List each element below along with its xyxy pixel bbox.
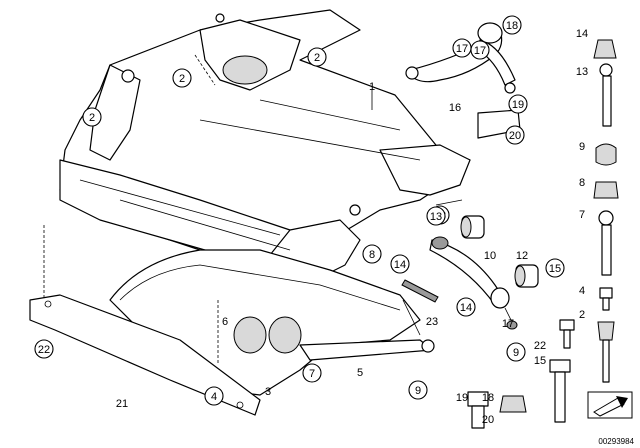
callout-bubble [508,94,528,114]
side-part-4: 4 [579,285,585,297]
callout-14: 14 [456,297,476,317]
leader-lines [43,54,463,365]
callout-text: 17 [456,43,468,55]
bar-23 [401,279,439,303]
part-number-5: 5 [357,367,363,379]
callout-bubble [204,386,224,406]
callout-text: 19 [512,99,524,111]
callout-19: 19 [508,94,528,114]
upper-control-arm [405,22,516,94]
front-subframe [59,9,471,281]
callout-9: 9 [408,380,428,400]
part-number-19: 19 [456,392,468,404]
callout-bubble [362,244,382,264]
part-number-20: 20 [482,414,494,426]
side-part-2: 2 [579,309,585,321]
part-number-23: 23 [426,316,438,328]
callout-2: 2 [82,107,102,127]
callout-text: 2 [89,112,95,124]
part-number-16: 16 [449,102,461,114]
callout-bubble [545,258,565,278]
fastener-column [467,39,619,429]
callout-text: 7 [309,368,315,380]
callout-text: 9 [415,385,421,397]
callout-bubble [34,339,54,359]
bushings [460,109,539,288]
direction-arrow-icon [587,391,633,419]
callout-bubble [408,380,428,400]
callout-2: 2 [307,47,327,67]
callout-bubble [82,107,102,127]
callout-bubble [452,38,472,58]
callout-text: 14 [460,302,472,314]
side-part-9: 9 [579,141,585,153]
callout-20: 20 [505,125,525,145]
callout-text: 20 [509,130,521,142]
callout-group: 222813141514201719224718171399 [34,15,565,406]
callout-text: 8 [369,249,375,261]
callout-bubble [390,254,410,274]
callout-13: 13 [426,206,446,226]
callout-7: 7 [302,363,322,383]
callout-bubble [506,342,526,362]
side-column-labels: 14 13 9 8 7 4 2 [576,28,588,321]
callout-text: 2 [179,73,185,85]
strut-21 [29,294,261,416]
part-number-6: 6 [222,316,228,328]
side-part-8: 8 [579,177,585,189]
callout-4: 4 [204,386,224,406]
part-number-22: 22 [534,340,546,352]
part-number-1: 1 [369,81,375,93]
callout-8: 8 [362,244,382,264]
callout-text: 22 [38,344,50,356]
callout-9: 9 [506,342,526,362]
part-number-15: 15 [534,355,546,367]
callout-22: 22 [34,339,54,359]
diagram-id: 00293984 [598,437,634,446]
callout-17: 17 [470,40,490,60]
side-part-7: 7 [579,209,585,221]
callout-17: 17 [452,38,472,58]
part-number-18: 18 [482,392,494,404]
part-number-12: 12 [516,250,528,262]
side-part-13: 13 [576,66,588,78]
callout-bubble [426,206,446,226]
part-number-21: 21 [116,398,128,410]
side-part-14: 14 [576,28,588,40]
callout-bubble [456,297,476,317]
callout-text: 14 [394,259,406,271]
callout-text: 18 [506,20,518,32]
callout-bubble [172,68,192,88]
callout-text: 9 [513,347,519,359]
callout-2: 2 [172,68,192,88]
callout-text: 13 [430,211,442,223]
callout-text: 17 [474,45,486,57]
callout-18: 18 [502,15,522,35]
callout-bubble [307,47,327,67]
part-number-10: 10 [484,250,496,262]
callout-text: 2 [314,52,320,64]
part-number-17: 17 [502,318,514,330]
lower-control-arm [429,236,518,330]
callout-bubble [302,363,322,383]
callout-15: 15 [545,258,565,278]
callout-14: 14 [390,254,410,274]
callout-bubble [505,125,525,145]
part-number-3: 3 [265,386,271,398]
callout-text: 15 [549,263,561,275]
callout-text: 4 [211,391,217,403]
callout-bubble [502,15,522,35]
